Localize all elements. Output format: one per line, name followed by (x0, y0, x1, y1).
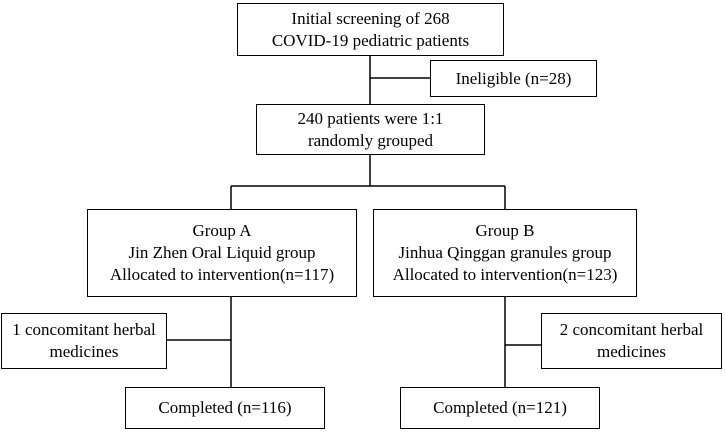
screening-line-1: Initial screening of 268 (291, 8, 450, 28)
completed-a-label: Completed (n=116) (158, 398, 292, 417)
group-b-treatment: Jinhua Qinggan granules group (398, 243, 612, 262)
group-b-box: Group B Jinhua Qinggan granules group Al… (373, 209, 637, 297)
excluded-b-line-1: 2 concomitant herbal (559, 320, 704, 339)
group-a-treatment: Jin Zhen Oral Liquid group (128, 243, 316, 262)
randomization-line-1: 240 patients were 1:1 (297, 108, 444, 128)
completed-a-box: Completed (n=116) (125, 387, 325, 429)
screening-box: Initial screening of 268 COVID-19 pediat… (237, 3, 504, 56)
group-b-title: Group B (475, 221, 535, 240)
excluded-a-line-2: medicines (49, 342, 119, 361)
excluded-a-line-1: 1 concomitant herbal (12, 320, 156, 339)
screening-line-2: COVID-19 pediatric patients (271, 30, 470, 50)
group-a-box: Group A Jin Zhen Oral Liquid group Alloc… (87, 209, 357, 297)
completed-b-box: Completed (n=121) (400, 387, 600, 429)
randomization-line-2: randomly grouped (307, 130, 434, 150)
ineligible-box: Ineligible (n=28) (430, 60, 597, 97)
group-a-allocation: Allocated to intervention(n=117) (109, 265, 335, 284)
randomization-box: 240 patients were 1:1 randomly grouped (256, 104, 485, 155)
completed-b-label: Completed (n=121) (433, 398, 567, 417)
excluded-a-box: 1 concomitant herbal medicines (1, 313, 167, 369)
group-b-allocation: Allocated to intervention(n=123) (392, 265, 618, 284)
excluded-b-box: 2 concomitant herbal medicines (541, 313, 722, 369)
group-a-title: Group A (192, 221, 252, 240)
ineligible-label: Ineligible (n=28) (455, 68, 572, 88)
excluded-b-line-2: medicines (597, 342, 666, 361)
